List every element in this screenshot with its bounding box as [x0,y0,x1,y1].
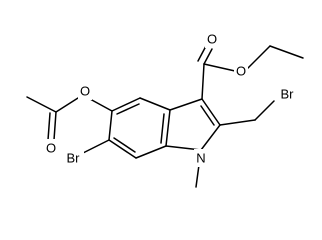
double-bond-c3-c2-inner [200,105,215,126]
bond-c2-ch2 [219,119,256,126]
acetoxy-group [26,96,113,141]
bromomethyl-bromine-label: Br [281,87,295,102]
bond-carbonyl-c-ether-o [203,63,236,72]
bond-c2-n1 [200,124,221,151]
indole-benzene-ring [108,97,171,159]
chemical-structure-diagram: O O Br O O Br N [26,30,304,188]
bond-ch2-ch3 [269,45,304,59]
atom-labels: O O Br O O Br N [44,30,297,167]
double-bond-acyl-c-o [47,112,51,141]
indole-nitrogen-label: N [196,151,205,166]
bond-o-acyl-c [55,97,79,113]
bond-ch2-br [254,100,275,121]
acetoxy-oxygen-label: O [80,84,90,99]
ester-ether-oxygen-label: O [236,64,246,79]
bond-c5-c6 [108,110,113,141]
bond-c6-c7 [108,139,137,159]
ethyl-ester-group [197,45,304,100]
bond-carbonyl-c-o [203,48,213,65]
bond-c3-carbonyl-c [201,63,205,100]
bromomethyl-group [219,100,275,126]
ester-carbonyl-oxygen-label: O [207,32,217,47]
double-bond-c7a-c3a-inner [160,113,165,144]
bond-c5-o [89,98,113,112]
bond-c7-c7a [135,145,167,159]
bond-c3a-c3 [169,98,203,111]
bond-c3a-c4 [139,97,171,111]
ring-bromine-label: Br [67,151,81,166]
double-bond-c4-c5-inner [116,103,140,115]
bond-acyl-c-methyl [26,96,57,113]
double-bond-c6-c7-inner [113,137,136,153]
bond-c4-c5 [111,97,141,112]
double-bond-carbonyl-c-o [197,45,207,62]
bond-c7a-c3a [165,109,171,147]
bond-c6-br [82,139,110,154]
bond-acyl-c-o [53,111,57,141]
acetyl-carbonyl-oxygen-label: O [46,141,56,156]
bond-ether-o-ch2 [246,45,271,70]
bond-c3-c2 [201,98,221,126]
indole-pyrrole-ring [165,98,221,151]
